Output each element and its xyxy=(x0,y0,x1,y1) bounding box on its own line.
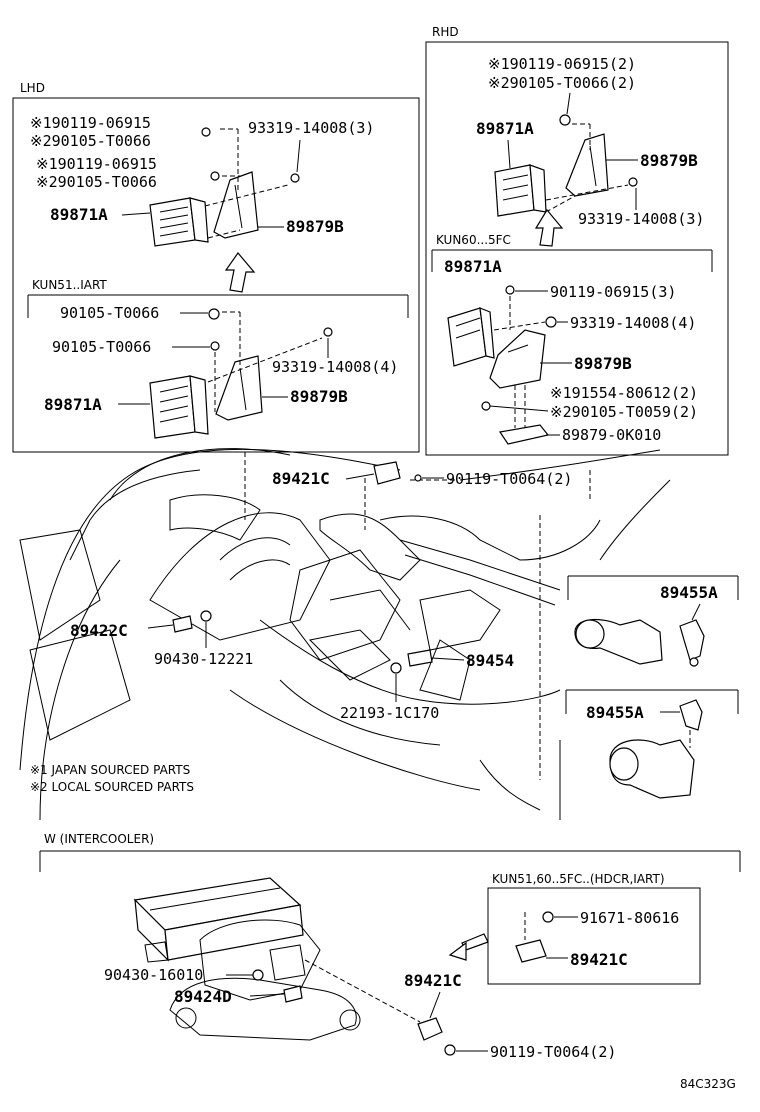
kun60-label: KUN60...5FC xyxy=(436,233,511,247)
part-label: 90430-16010 xyxy=(104,966,203,984)
part-label: 89421C xyxy=(570,950,628,969)
part-label: 89421C xyxy=(404,971,462,990)
lhd-box: LHD ※190119-06915 ※290105-T0066 ※190119-… xyxy=(12,81,420,453)
part-label: 89879B xyxy=(574,354,632,373)
lhd-ecu-drawing xyxy=(149,127,300,293)
part-label: ※191554-80612(2) xyxy=(550,384,698,402)
note-local: ※2 LOCAL SOURCED PARTS xyxy=(30,780,194,794)
rhd-label: RHD xyxy=(432,25,459,39)
part-label: 89879B xyxy=(286,217,344,236)
kun60-ecu-drawing xyxy=(447,285,557,445)
part-label: 89871A xyxy=(44,395,102,414)
part-label: 89871A xyxy=(50,205,108,224)
rhd-box: RHD ※190119-06915(2) ※290105-T0066(2) 89… xyxy=(425,25,729,456)
part-label: 93319-14008(3) xyxy=(578,210,704,228)
part-label: 89424D xyxy=(174,987,232,1006)
part-label: ※190119-06915 xyxy=(30,114,151,132)
part-label: 22193-1C170 xyxy=(340,704,439,722)
part-label: 90119-T0064(2) xyxy=(446,470,572,488)
sensor-89455a-box-1 xyxy=(567,575,739,667)
kun5160-label: KUN51,60..5FC..(HDCR,IART) xyxy=(492,872,665,886)
engine-bay-drawing xyxy=(19,448,671,821)
part-label: 93319-14008(4) xyxy=(570,314,696,332)
part-label: ※290105-T0066 xyxy=(30,132,151,150)
part-label: 89879B xyxy=(640,151,698,170)
rhd-ecu-drawing xyxy=(494,114,638,247)
part-label: 93319-14008(3) xyxy=(248,119,374,137)
diagram-code: 84C323G xyxy=(680,1077,736,1091)
lhd-label: LHD xyxy=(20,81,45,95)
part-label: 90105-T0066 xyxy=(52,338,151,356)
part-label: ※290105-T0066(2) xyxy=(488,74,636,92)
sensor-89455a-box-2 xyxy=(565,689,739,799)
part-label: 90430-12221 xyxy=(154,650,253,668)
intercooler-section: W (INTERCOOLER) xyxy=(39,832,741,1056)
part-label: ※290105-T0066 xyxy=(36,173,157,191)
note-japan: ※1 JAPAN SOURCED PARTS xyxy=(30,763,190,777)
kun51-ecu-drawing xyxy=(149,308,333,439)
kun51-label: KUN51..IART xyxy=(32,278,107,292)
part-label: ※190119-06915(2) xyxy=(488,55,636,73)
part-label: 93319-14008(4) xyxy=(272,358,398,376)
part-label: 90105-T0066 xyxy=(60,304,159,322)
part-label: 89871A xyxy=(444,257,502,276)
part-label: 89871A xyxy=(476,119,534,138)
part-label: ※290105-T0059(2) xyxy=(550,403,698,421)
intercooler-label: W (INTERCOOLER) xyxy=(44,832,154,846)
kun5160-box: KUN51,60..5FC..(HDCR,IART) xyxy=(487,872,701,985)
part-label: 89454 xyxy=(466,651,514,670)
part-label: 91671-80616 xyxy=(580,909,679,927)
part-label: 89422C xyxy=(70,621,128,640)
part-label: 90119-06915(3) xyxy=(550,283,676,301)
part-label: 90119-T0064(2) xyxy=(490,1043,616,1061)
part-label: 89421C xyxy=(272,469,330,488)
part-label: 89455A xyxy=(660,583,718,602)
part-label: 89455A xyxy=(586,703,644,722)
part-label: ※190119-06915 xyxy=(36,155,157,173)
part-label: 89879-0K010 xyxy=(562,426,661,444)
part-label: 89879B xyxy=(290,387,348,406)
